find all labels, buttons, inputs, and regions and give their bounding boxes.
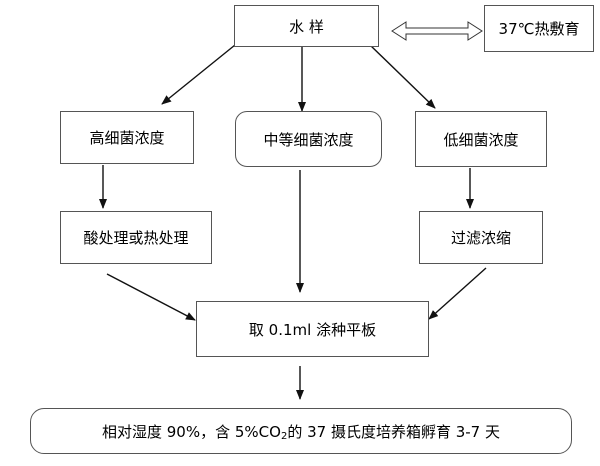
- arrow-acid-to-plate: [106, 273, 196, 321]
- incubation-label-prefix: 相对湿度 90%，含 5%CO: [101, 422, 281, 441]
- water-sample-node: 水 样: [234, 5, 379, 47]
- incubation-label-subscript: 2: [280, 430, 288, 442]
- acid-heat-treatment-label: 酸处理或热处理: [83, 229, 189, 247]
- plating-node: 取 0.1ml 涂种平板: [196, 301, 429, 357]
- arrow-filter-to-plate: [428, 267, 487, 320]
- heat-shock-label: 37℃热敷育: [498, 20, 580, 38]
- arrow-sample-to-low: [369, 44, 436, 109]
- incubation-label-suffix: 的 37 摄氏度培养箱孵育 3-7 天: [287, 422, 500, 441]
- filter-concentrate-node: 过滤浓缩: [419, 211, 543, 264]
- filter-concentrate-label: 过滤浓缩: [450, 229, 511, 247]
- heat-shock-node: 37℃热敷育: [484, 5, 594, 52]
- incubation-label: 相对湿度 90%，含 5%CO2的 37 摄氏度培养箱孵育 3-7 天: [102, 421, 500, 442]
- low-concentration-node: 低细菌浓度: [415, 111, 547, 167]
- arrow-sample-to-high: [161, 44, 236, 105]
- incubation-node: 相对湿度 90%，含 5%CO2的 37 摄氏度培养箱孵育 3-7 天: [30, 408, 572, 454]
- low-concentration-label: 低细菌浓度: [443, 130, 519, 149]
- medium-concentration-label: 中等细菌浓度: [263, 130, 354, 149]
- acid-heat-treatment-node: 酸处理或热处理: [60, 211, 212, 264]
- plating-label: 取 0.1ml 涂种平板: [248, 320, 377, 339]
- double-arrow-icon: [391, 21, 483, 41]
- high-concentration-label: 高细菌浓度: [89, 129, 165, 147]
- high-concentration-node: 高细菌浓度: [60, 111, 194, 164]
- water-sample-label: 水 样: [289, 17, 324, 36]
- medium-concentration-node: 中等细菌浓度: [235, 111, 382, 167]
